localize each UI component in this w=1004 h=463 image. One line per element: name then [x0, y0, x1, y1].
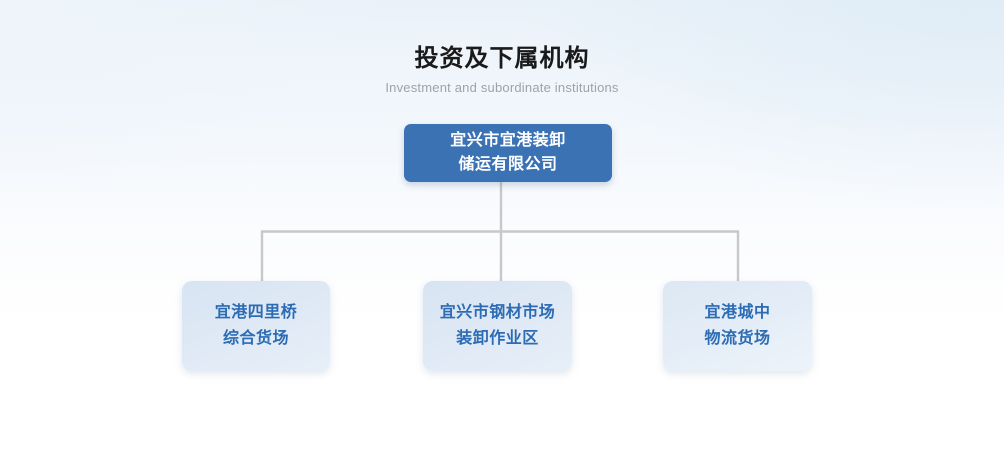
org-node-root-label: 宜兴市宜港装卸 储运有限公司: [450, 129, 566, 177]
org-node-child-3-line2: 物流货场: [704, 330, 771, 347]
org-node-root-line2: 储运有限公司: [458, 156, 558, 173]
org-node-child-3-label: 宜港城中 物流货场: [704, 300, 770, 352]
page-title: 投资及下属机构: [414, 45, 590, 72]
page-heading: 投资及下属机构 Investment and subordinate insti…: [0, 44, 1004, 96]
org-node-child-2[interactable]: 宜兴市钢材市场 装卸作业区: [423, 281, 572, 371]
page-subtitle: Investment and subordinate institutions: [385, 80, 619, 95]
org-node-child-3[interactable]: 宜港城中 物流货场: [663, 281, 812, 371]
org-node-child-2-line2: 装卸作业区: [456, 330, 539, 347]
org-node-child-3-line1: 宜港城中: [704, 304, 771, 321]
org-node-root-line1: 宜兴市宜港装卸: [450, 132, 566, 149]
org-node-child-1[interactable]: 宜港四里桥 综合货场: [182, 281, 330, 371]
org-node-child-1-line2: 综合货场: [222, 330, 289, 347]
org-node-child-2-line1: 宜兴市钢材市场: [439, 304, 556, 321]
org-node-child-1-label: 宜港四里桥 综合货场: [215, 300, 298, 352]
org-node-child-1-line1: 宜港四里桥: [214, 304, 298, 321]
org-node-child-2-label: 宜兴市钢材市场 装卸作业区: [440, 300, 556, 352]
org-node-root[interactable]: 宜兴市宜港装卸 储运有限公司: [404, 124, 612, 182]
